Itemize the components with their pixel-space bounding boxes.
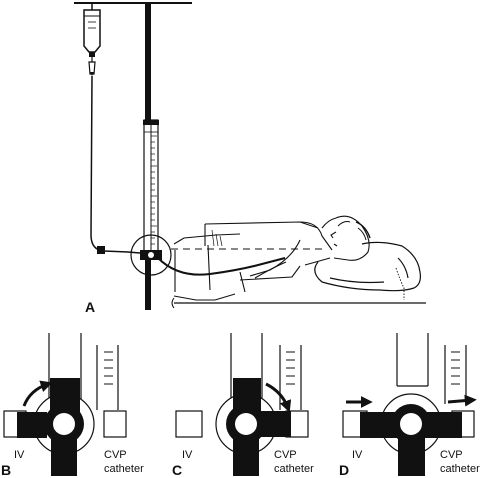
panel-d: IV CVP catheter D <box>339 333 480 478</box>
iv-label-b: IV <box>14 449 25 461</box>
cvp-label-d-line1: CVP <box>440 449 463 461</box>
iv-label-d: IV <box>352 449 363 461</box>
flow-arrow-b <box>22 380 53 407</box>
manometer-ticks <box>151 135 157 245</box>
cvp-label-b-line2: catheter <box>104 463 144 475</box>
cvp-scale-ticks-c <box>286 351 295 385</box>
iv-tubing <box>90 75 141 254</box>
cvp-scale-ticks-d <box>451 351 460 385</box>
bed-cord <box>395 267 405 300</box>
stopcock-handle-c <box>226 378 291 476</box>
panel-b-letter: B <box>1 462 11 478</box>
cvp-label-c-line2: catheter <box>274 463 314 475</box>
stopcock-a <box>130 234 172 276</box>
flow-arrow-d-right <box>447 394 477 407</box>
cvp-scale-ticks-b <box>104 351 113 385</box>
panel-b: IV CVP catheter B <box>1 333 144 478</box>
manometer-scale <box>143 119 159 253</box>
cvp-label-b-line1: CVP <box>104 449 127 461</box>
iv-bottle <box>83 9 101 57</box>
panel-a-letter: A <box>85 299 95 315</box>
pillow <box>314 241 421 292</box>
cvp-label-c-line1: CVP <box>274 449 297 461</box>
panel-a: A <box>74 2 426 315</box>
tubing-clamp <box>97 246 105 254</box>
patient-figure <box>173 215 371 301</box>
panel-c: IV CVP catheter C <box>172 333 314 478</box>
stopcock-handle-d <box>360 404 462 476</box>
stopcock-handle-b <box>17 378 84 476</box>
panel-d-letter: D <box>339 462 349 478</box>
panel-c-letter: C <box>172 462 182 478</box>
drip-chamber <box>88 57 96 76</box>
cvp-catheter-line <box>157 257 286 276</box>
flow-arrow-c <box>265 382 292 413</box>
iv-label-c: IV <box>182 449 193 461</box>
cvp-label-d-line2: catheter <box>440 463 480 475</box>
